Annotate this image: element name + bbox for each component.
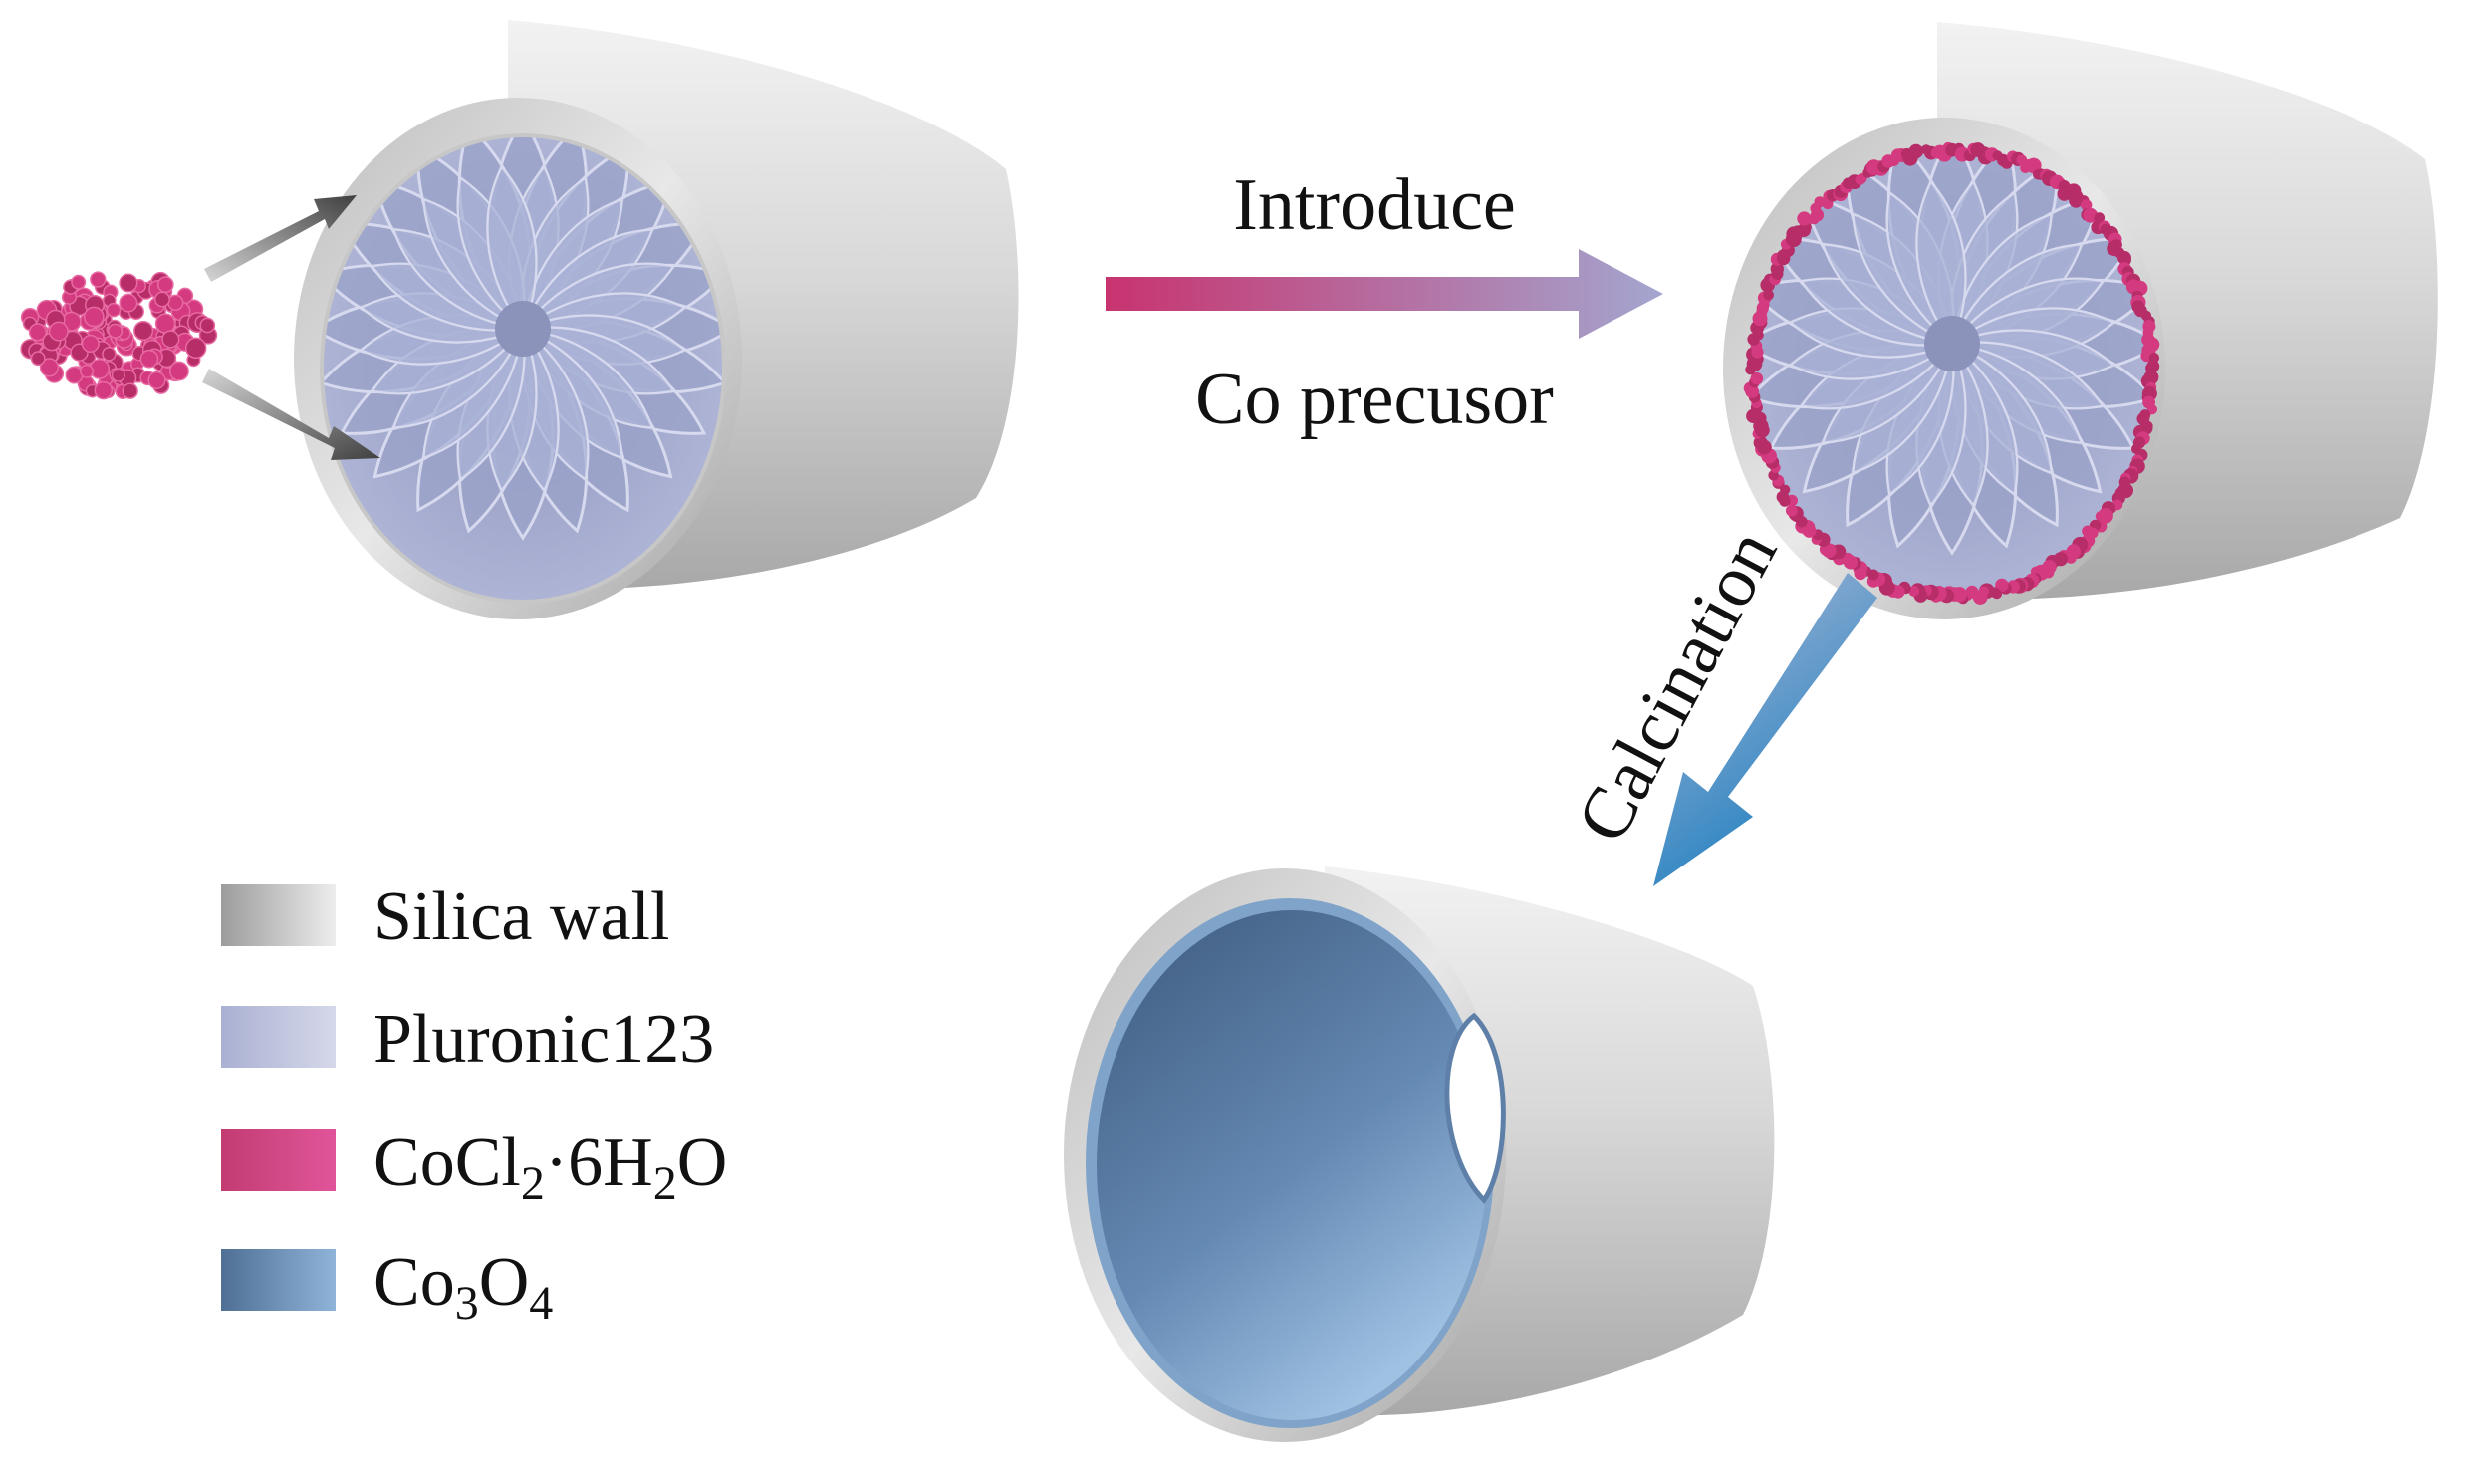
co-precursor-label: Co precusor [1195,359,1554,440]
legend-label-pluronic: Pluronic123 [373,1001,714,1078]
grey-arrow-down [202,369,380,460]
cobalt-cluster-icon [20,271,218,400]
legend-label-cocl2: CoCl2·6H2O [373,1124,727,1210]
pluronic-micelle-icon [324,137,722,600]
grey-arrows [202,195,380,460]
legend-item-silica: Silica wall [221,878,669,955]
process-arrow-icon [1653,573,1877,886]
legend-item-pluronic: Pluronic123 [221,1001,714,1078]
legend: Silica wall Pluronic123 CoCl2·6H2O Co3O4 [221,878,727,1330]
legend-item-co3o4: Co3O4 [221,1244,553,1330]
tube-3 [1064,866,1775,1442]
legend-swatch-silica [221,884,336,946]
cobalt-precursor-ring [1743,141,2160,605]
legend-item-cocl2: CoCl2·6H2O [221,1124,727,1210]
tube-3-far-opening [1444,1012,1506,1204]
pluronic-micelle-icon [1753,152,2151,595]
process-arrow-icon [1106,249,1663,339]
legend-swatch-pluronic [221,1006,336,1068]
tube-1 [294,20,1019,619]
legend-swatch-cocl2 [221,1129,336,1191]
introduce-arrow: Introduce Co precusor [1106,164,1663,440]
legend-swatch-co3o4 [221,1249,336,1311]
legend-label-silica: Silica wall [373,878,669,955]
introduce-label: Introduce [1233,164,1516,246]
grey-arrow-up [204,195,357,282]
tube-2 [1723,22,2438,619]
legend-label-co3o4: Co3O4 [373,1244,553,1330]
